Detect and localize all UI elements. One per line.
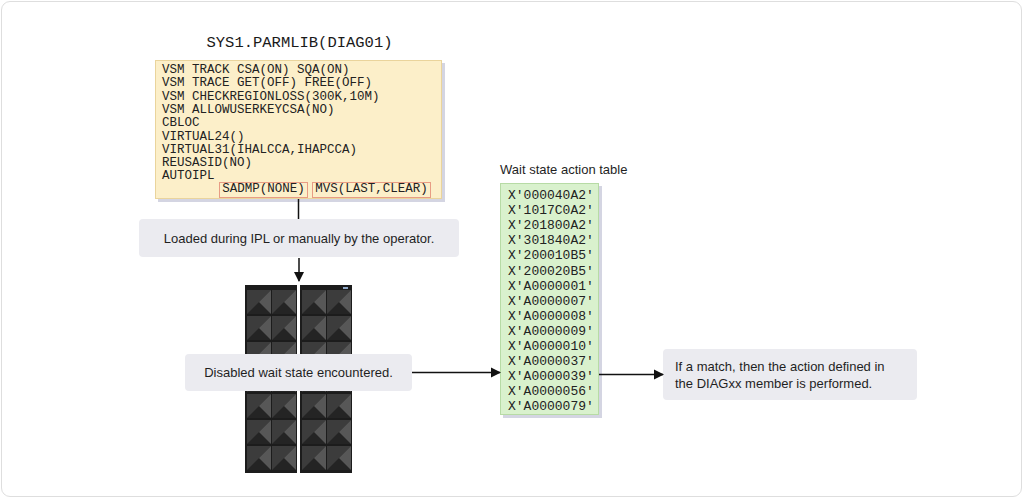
wait-state-code: X'201800A2' (508, 218, 594, 233)
wait-state-code: X'1017C0A2' (508, 203, 594, 218)
parmlib-statement: VSM TRACE GET(OFF) FREE(OFF) (162, 77, 372, 90)
server-panel (327, 394, 351, 418)
process-box: Loaded during IPL or manually by the ope… (139, 219, 459, 257)
member-title: SYS1.PARMLIB(DIAG01) (136, 34, 463, 52)
server-panel (327, 316, 351, 340)
server-panel (247, 316, 271, 340)
flow-connector (412, 372, 500, 374)
statement-parameter: SADMP(NONE) (220, 182, 307, 197)
wait-state-code: X'A0000079' (508, 399, 594, 414)
parmlib-statement: CBLOC (162, 117, 200, 130)
server-panel (272, 446, 296, 470)
server-panel (272, 420, 296, 444)
parmlib-statement: VIRTUAL31(IHALCCA,IHAPCCA) (162, 144, 357, 157)
box-text: If a match, then the action defined in t… (675, 358, 905, 392)
server-panel (327, 446, 351, 470)
server-panel (302, 446, 326, 470)
parmlib-statement: VIRTUAL24() (162, 131, 245, 144)
server-panel (302, 394, 326, 418)
wait-state-code: X'A0000008' (508, 309, 594, 324)
wait-state-code: X'A0000001' (508, 279, 594, 294)
parmlib-statement: VSM CHECKREGIONLOSS(300K,10M) (162, 91, 380, 104)
parmlib-statement: REUSASID(NO) (162, 157, 252, 170)
wait-state-code: X'A0000037' (508, 354, 594, 369)
wait-state-code: X'200020B5' (508, 264, 594, 279)
wait-state-code: X'200010B5' (508, 248, 594, 263)
event-box: Disabled wait state encountered. (185, 354, 412, 391)
server-logo (343, 287, 348, 289)
wait-state-code: X'000040A2' (508, 188, 594, 203)
result-box: If a match, then the action defined in t… (663, 349, 917, 400)
wait-state-code: X'A0000039' (508, 369, 594, 384)
wait-state-code: X'A0000007' (508, 294, 594, 309)
wait-state-code: X'A0000010' (508, 339, 594, 354)
server-panel (247, 420, 271, 444)
wait-state-code: X'A0000056' (508, 384, 594, 399)
server-panel (302, 420, 326, 444)
table-heading: Wait state action table (500, 162, 627, 178)
wait-state-code: X'301840A2' (508, 233, 594, 248)
parmlib-statement: AUTOIPL (162, 170, 215, 183)
server-panel (247, 446, 271, 470)
flow-connector (298, 199, 300, 219)
parmlib-statement: VSM ALLOWUSERKEYCSA(NO) (162, 104, 335, 117)
load-arrow (298, 258, 300, 281)
highlight-box: SADMP(NONE) (219, 182, 308, 198)
server-panel (272, 290, 296, 314)
server-panel (302, 290, 326, 314)
parmlib-statement: VSM TRACK CSA(ON) SQA(ON) (162, 64, 350, 77)
server-panel (272, 316, 296, 340)
wait-state-code: X'A0000009' (508, 324, 594, 339)
server-panel (327, 290, 351, 314)
server-panel (247, 290, 271, 314)
highlight-box: MVS(LAST,CLEAR) (312, 182, 431, 198)
server-panel (302, 316, 326, 340)
box-text: Disabled wait state encountered. (204, 364, 393, 381)
parmlib-member: SYS1.PARMLIB(DIAG01)VSM TRACK CSA(ON) SQ… (155, 60, 442, 199)
code-table: Wait state action tableX'000040A2'X'1017… (500, 183, 599, 415)
server-panel (272, 394, 296, 418)
server-panel (247, 394, 271, 418)
server-panel (327, 420, 351, 444)
statement-parameter: MVS(LAST,CLEAR) (313, 182, 430, 197)
flow-connector (599, 374, 663, 376)
box-text: Loaded during IPL or manually by the ope… (164, 230, 435, 247)
